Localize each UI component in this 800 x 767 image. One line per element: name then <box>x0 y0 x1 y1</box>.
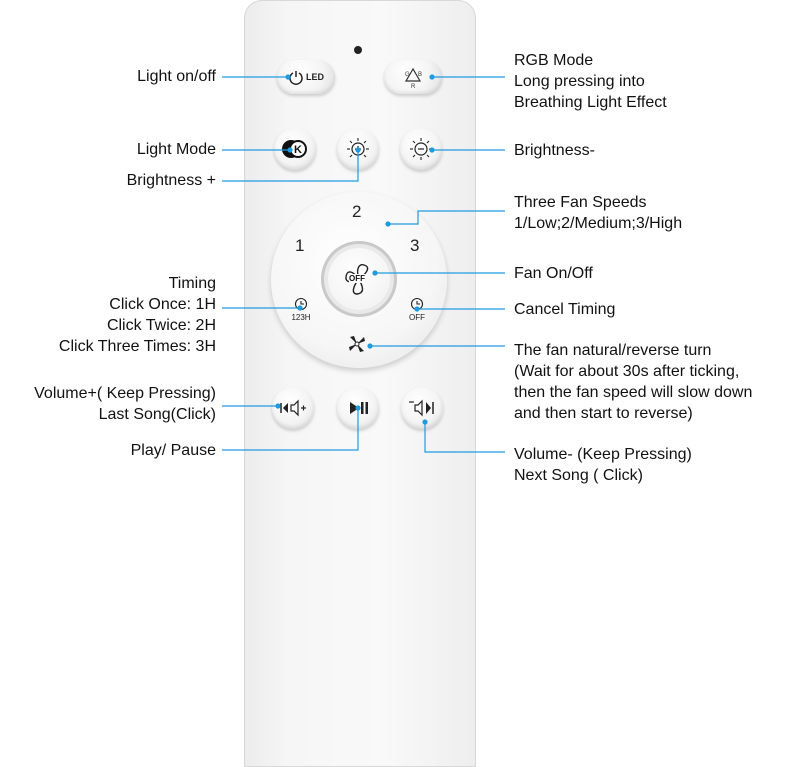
label-volume-minus: Volume- (Keep Pressing) Next Song ( Clic… <box>514 444 692 486</box>
volume-down-button[interactable] <box>401 387 443 429</box>
label-timing-line-4: Click Three Times: 3H <box>58 338 216 355</box>
brightness-down-button[interactable] <box>400 128 442 170</box>
brightness-down-icon <box>410 138 432 160</box>
label-rgb-line-2: Long pressing into <box>514 73 645 90</box>
label-light-mode: Light Mode <box>136 141 216 158</box>
fan-onoff-button[interactable]: OFF <box>321 241 397 317</box>
label-volume-minus-line-1: Volume- (Keep Pressing) <box>514 446 692 463</box>
label-fan-speeds: Three Fan Speeds 1/Low;2/Medium;3/High <box>514 192 682 234</box>
label-cancel-timing: Cancel Timing <box>514 301 616 318</box>
label-fan-reverse: The fan natural/reverse turn (Wait for a… <box>514 340 752 424</box>
label-brightness-plus: Brightness + <box>126 172 216 189</box>
speed-1-button[interactable]: 1 <box>295 236 305 255</box>
play-pause-icon <box>350 402 368 414</box>
remote-body <box>244 0 476 767</box>
fan-off-text: OFF <box>349 274 365 283</box>
label-fan-speeds-line-1: Three Fan Speeds <box>514 194 647 211</box>
label-fan-speeds-line-2: 1/Low;2/Medium;3/High <box>514 215 683 232</box>
led-text: LED <box>306 72 324 82</box>
label-fan-reverse-line-1: The fan natural/reverse turn <box>514 342 712 359</box>
rgb-letter-b: B <box>418 72 422 78</box>
label-rgb-mode: RGB Mode Long pressing into Breathing Li… <box>514 50 667 113</box>
light-mode-button[interactable]: K <box>274 128 316 170</box>
volume-up-icon <box>280 399 306 417</box>
label-volume-plus-line-2: Last Song(Click) <box>98 406 216 423</box>
power-icon <box>289 71 303 85</box>
speed-3-button[interactable]: 3 <box>410 236 420 255</box>
label-fan-reverse-line-3: then the fan speed will slow down <box>514 384 753 401</box>
label-volume-minus-line-2: Next Song ( Click) <box>514 467 643 484</box>
mode-k-letter: K <box>294 144 302 156</box>
rgb-letter-r: R <box>411 84 416 89</box>
fan-reverse-button[interactable] <box>345 332 369 356</box>
rgb-recycle-icon: G B R <box>404 67 422 89</box>
label-timing: Timing Click Once: 1H Click Twice: 2H Cl… <box>59 273 216 357</box>
label-rgb-line-1: RGB Mode <box>514 52 594 69</box>
label-fan-onoff: Fan On/Off <box>514 265 593 282</box>
label-fan-reverse-line-4: and then start to reverse) <box>514 405 693 422</box>
volume-down-icon <box>409 399 434 417</box>
label-fan-reverse-line-2: (Wait for about 30s after ticking, <box>514 363 740 380</box>
ir-emitter <box>354 46 362 54</box>
label-volume-plus-line-1: Volume+( Keep Pressing) <box>34 385 216 402</box>
label-brightness-minus: Brightness- <box>514 142 595 159</box>
label-rgb-line-3: Breathing Light Effect <box>514 94 667 111</box>
label-play-pause: Play/ Pause <box>130 442 216 459</box>
label-timing-line-3: Click Twice: 2H <box>106 317 216 334</box>
cancel-timer-label: OFF <box>409 313 425 322</box>
speed-2-button[interactable]: 2 <box>352 202 362 221</box>
rgb-letter-g: G <box>405 72 410 78</box>
label-timing-line-2: Click Once: 1H <box>109 296 216 313</box>
label-light-onoff: Light on/off <box>137 68 216 85</box>
timer-label: 123H <box>291 313 311 322</box>
label-volume-plus: Volume+( Keep Pressing) Last Song(Click) <box>34 383 216 425</box>
fan-reverse-icon <box>349 336 365 352</box>
label-timing-line-1: Timing <box>168 275 216 292</box>
